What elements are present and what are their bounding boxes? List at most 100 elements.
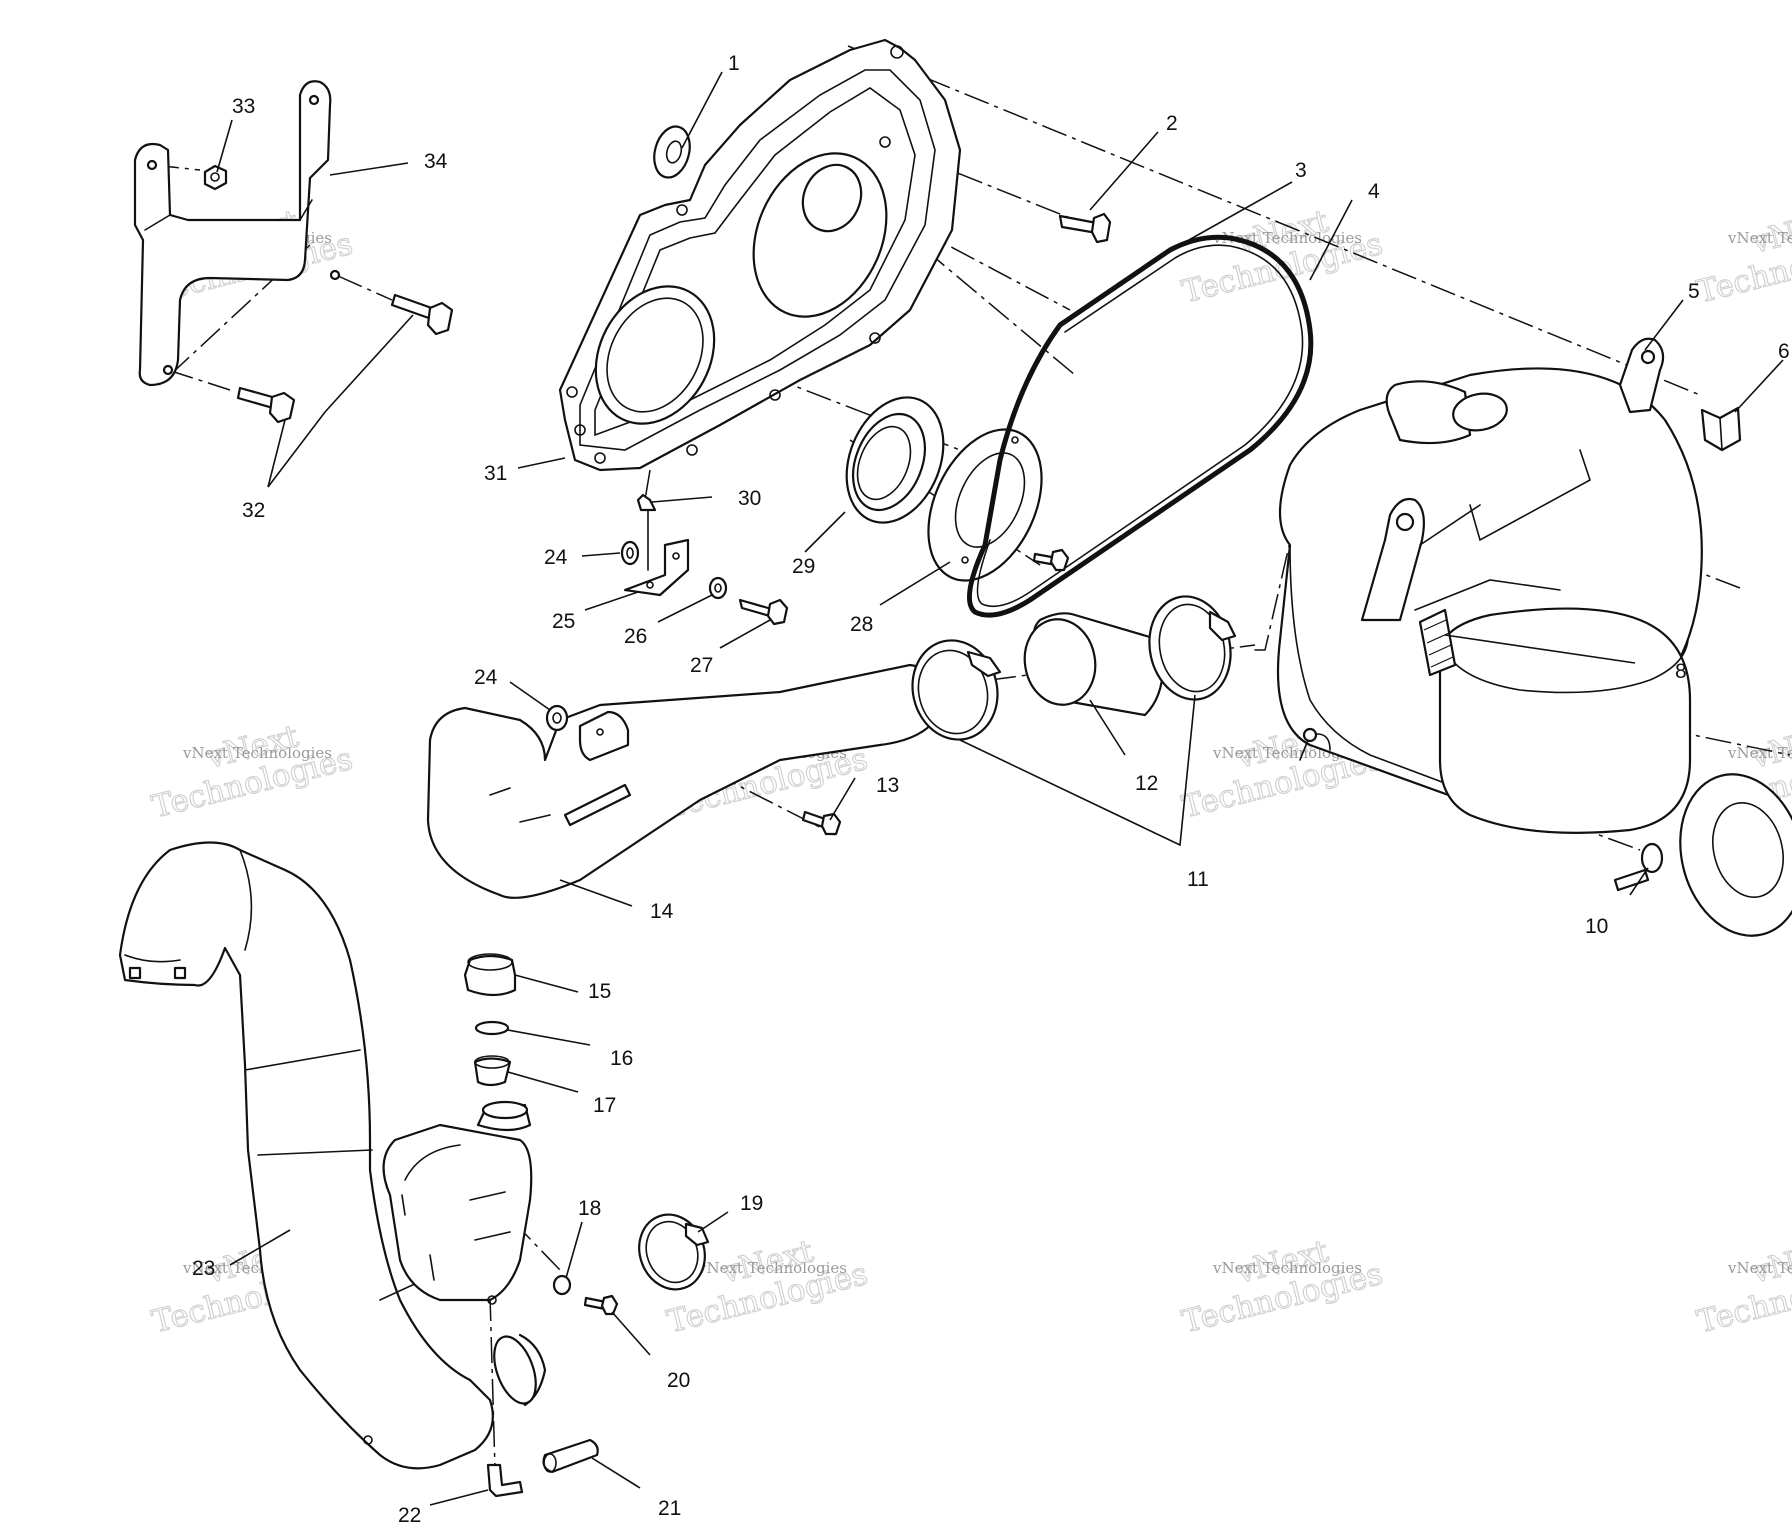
leader-line <box>559 879 633 907</box>
washer <box>620 540 640 566</box>
leader-line <box>1179 181 1293 246</box>
muffler-rib <box>469 1191 506 1201</box>
cover-upper-lug <box>1618 337 1665 414</box>
callout-8: 8 <box>1675 660 1687 683</box>
washer <box>708 576 728 600</box>
leader-line <box>697 1211 729 1233</box>
leader-line <box>804 511 846 553</box>
leader-lines <box>216 71 1784 1506</box>
center-line <box>489 1294 496 1471</box>
decal <box>1418 608 1457 677</box>
muffler-chamber <box>382 1123 533 1302</box>
callout-33: 33 <box>232 95 255 118</box>
clip-fold <box>1719 417 1723 451</box>
leader-line <box>507 1029 591 1046</box>
bolt-head <box>1090 212 1112 244</box>
callout-15: 15 <box>588 980 611 1003</box>
callout-12: 12 <box>1135 772 1158 795</box>
center-line <box>167 369 231 391</box>
clamp-band-inner <box>917 649 989 735</box>
watermark-small: vNext Technologies <box>1727 1259 1792 1277</box>
muffler-body <box>118 841 494 1470</box>
drive-belt-inner-edge <box>976 244 1304 608</box>
muffler-seam <box>239 849 253 951</box>
bolt-head <box>268 391 296 424</box>
muffler-tab <box>128 966 142 980</box>
sleeve-end <box>1023 618 1097 706</box>
screw-head <box>600 1294 619 1316</box>
callout-11: 11 <box>1187 868 1209 891</box>
muffler-neck-opening <box>481 1100 529 1120</box>
cover-dome <box>1438 607 1692 834</box>
bracket-hole <box>146 159 158 171</box>
leader-line <box>507 1071 579 1093</box>
bracket-hole <box>308 94 320 106</box>
muffler-seam <box>244 1049 361 1071</box>
callout-24: 24 <box>474 666 498 689</box>
callout-31: 31 <box>484 462 507 485</box>
screw <box>1032 548 1070 572</box>
elbow-fitting <box>486 1463 524 1498</box>
callout-4: 4 <box>1368 180 1380 203</box>
hose-clamp <box>638 1213 710 1291</box>
washer-inner <box>626 547 634 559</box>
bracket-edge <box>299 199 313 221</box>
cap-body <box>463 954 517 997</box>
leader-line <box>216 119 233 173</box>
hose-clamp <box>911 639 1002 741</box>
watermark-small: vNext Technologies <box>1727 744 1792 762</box>
leader-line <box>229 1229 291 1266</box>
center-line <box>847 45 1701 396</box>
tube-end <box>543 1453 557 1473</box>
cover-bolt-hole <box>890 45 904 59</box>
clip <box>1700 406 1742 452</box>
washer-outer <box>620 540 640 566</box>
bracket-plate <box>133 80 332 387</box>
cover-lower-lug-hole <box>1302 727 1318 743</box>
cover-upper-lug-hole <box>1640 349 1656 365</box>
cover-intake-tube <box>1385 380 1472 445</box>
muffler-chamber-edge <box>404 1144 461 1181</box>
decal-hatch <box>1430 656 1454 668</box>
leader-line <box>879 561 951 606</box>
watermark: vNext Technologies <box>1693 1233 1792 1341</box>
bolt-head <box>1640 842 1664 874</box>
leader-line <box>517 457 566 469</box>
clamp-screw-housing <box>966 650 1002 678</box>
seal-bore <box>856 425 912 501</box>
callout-17: 17 <box>593 1094 616 1117</box>
callout-13: 13 <box>876 774 899 797</box>
cover-bolt-hole <box>879 136 891 148</box>
cover-inner-rim-2 <box>594 87 916 437</box>
decal-label <box>1418 608 1457 677</box>
cover-dome-edge <box>1444 639 1689 694</box>
clip-hole <box>646 581 654 589</box>
callout-32: 32 <box>242 499 265 522</box>
clip-plate <box>623 538 690 597</box>
cap <box>463 953 517 997</box>
washer-inner <box>665 140 683 164</box>
bolt <box>1613 842 1664 892</box>
callout-27: 27 <box>690 654 713 677</box>
callout-21: 21 <box>658 1497 681 1520</box>
leader-line <box>1089 131 1159 211</box>
callout-19: 19 <box>740 1192 763 1215</box>
callout-30: 30 <box>738 487 761 510</box>
muffler-tab <box>173 966 187 980</box>
callout-28: 28 <box>850 613 873 636</box>
clamp-screw-housing <box>1208 610 1237 642</box>
duct-body <box>426 663 942 899</box>
drive-belt <box>966 234 1314 618</box>
cover-bolt-hole <box>574 424 586 436</box>
leader-line <box>329 162 409 176</box>
washer-inner <box>714 583 722 593</box>
callout-1: 1 <box>728 52 740 75</box>
leader-line <box>509 681 551 711</box>
tube-body <box>542 1438 599 1474</box>
watermark: vNext Technologies <box>1693 203 1792 311</box>
grommet-top <box>474 1055 510 1069</box>
bolt-head <box>426 301 454 336</box>
leader-line <box>1644 299 1684 351</box>
bearing-plate <box>927 428 1043 582</box>
